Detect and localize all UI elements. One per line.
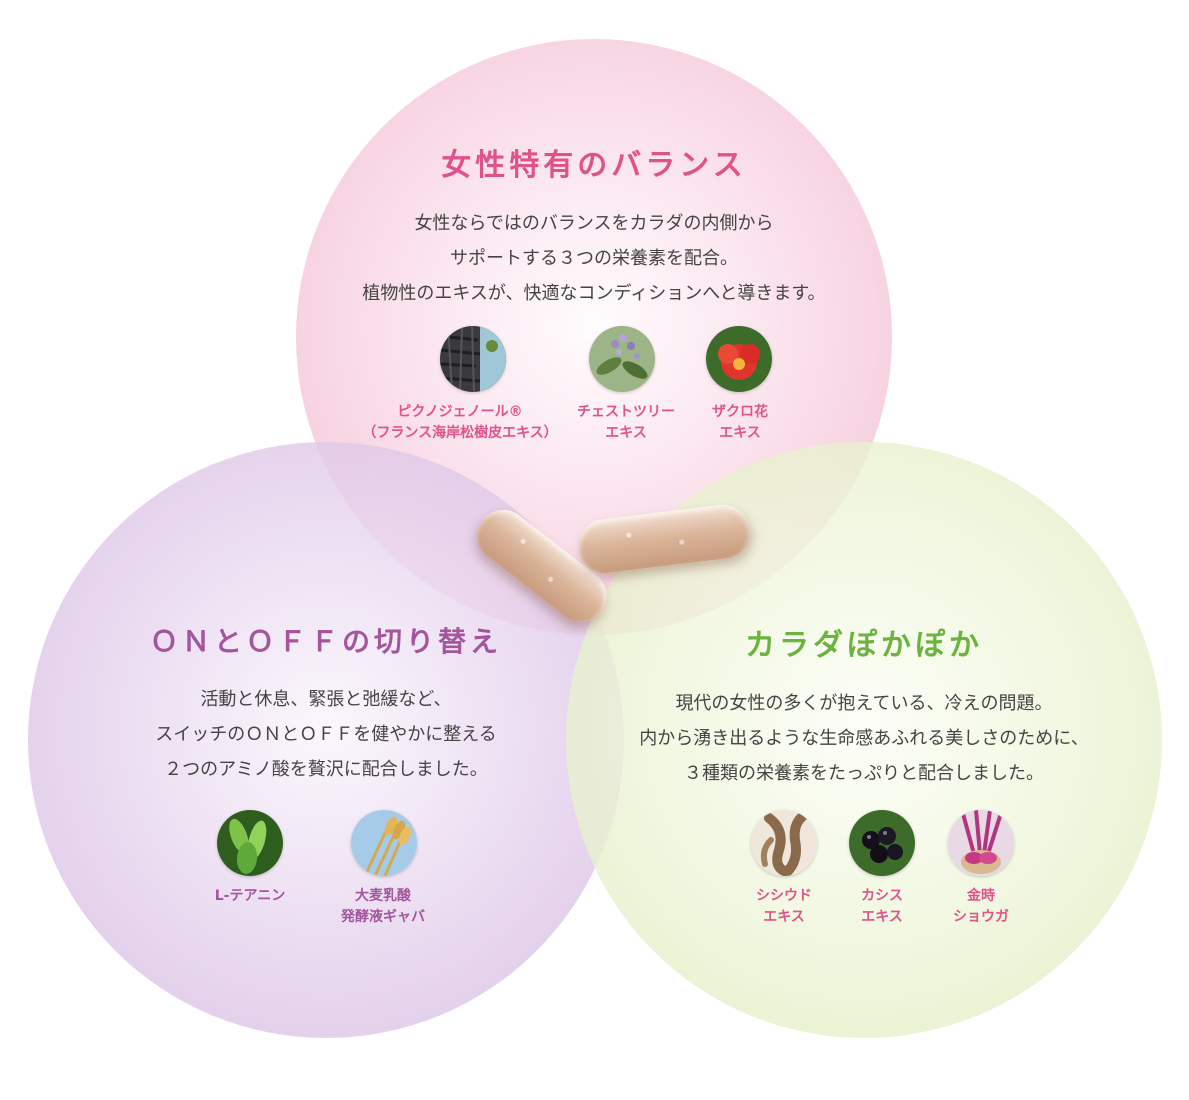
section-title: 女性特有のバランス xyxy=(441,148,747,183)
blackcurrant-icon xyxy=(849,810,915,876)
section-description: 現代の女性の多くが抱えている、冷えの問題。 内から湧き出るような生命感あふれる美… xyxy=(639,693,1089,784)
warmth-section: カラダぽかぽか 現代の女性の多くが抱えている、冷えの問題。 内から湧き出るような… xyxy=(566,620,1162,791)
pine-bark-icon xyxy=(440,326,506,392)
section-title: カラダぽかぽか xyxy=(745,628,983,663)
ingredient-label-angelica: シシウド エキス xyxy=(756,888,812,925)
ginger-icon xyxy=(948,810,1014,876)
ingredient-label-ginger: 金時 ショウガ xyxy=(953,888,1009,925)
angelica-root-icon xyxy=(751,810,817,876)
section-title: ＯＮとＯＦＦの切り替え xyxy=(149,625,502,658)
section-description: 活動と休息、緊張と弛緩など、 スイッチのＯＮとＯＦＦを健やかに整える ２つのアミ… xyxy=(155,689,497,780)
chaste-tree-icon xyxy=(589,326,655,392)
pomegranate-flower-icon xyxy=(706,326,772,392)
ingredient-label-pycnogenol: ピクノジェノール® （フランス海岸松樹皮エキス） xyxy=(362,404,558,441)
ingredient-label-pomegranate: ザクロ花 エキス xyxy=(712,404,768,441)
tea-leaf-icon xyxy=(217,810,283,876)
ingredient-label-chaste-tree: チェストツリー エキス xyxy=(577,404,675,441)
barley-icon xyxy=(351,810,417,876)
ingredient-label-gaba: 大麦乳酸 発酵液ギャバ xyxy=(341,888,425,925)
on-off-section: ＯＮとＯＦＦの切り替え 活動と休息、緊張と弛緩など、 スイッチのＯＮとＯＦＦを健… xyxy=(28,620,624,787)
ingredient-label-cassis: カシス エキス xyxy=(861,888,903,925)
section-description: 女性ならではのバランスをカラダの内側から サポートする３つの栄養素を配合。 植物… xyxy=(362,213,826,304)
ingredient-label-theanine: L-テアニン xyxy=(214,888,286,904)
balance-section: 女性特有のバランス 女性ならではのバランスをカラダの内側から サポートする３つの… xyxy=(296,140,892,311)
